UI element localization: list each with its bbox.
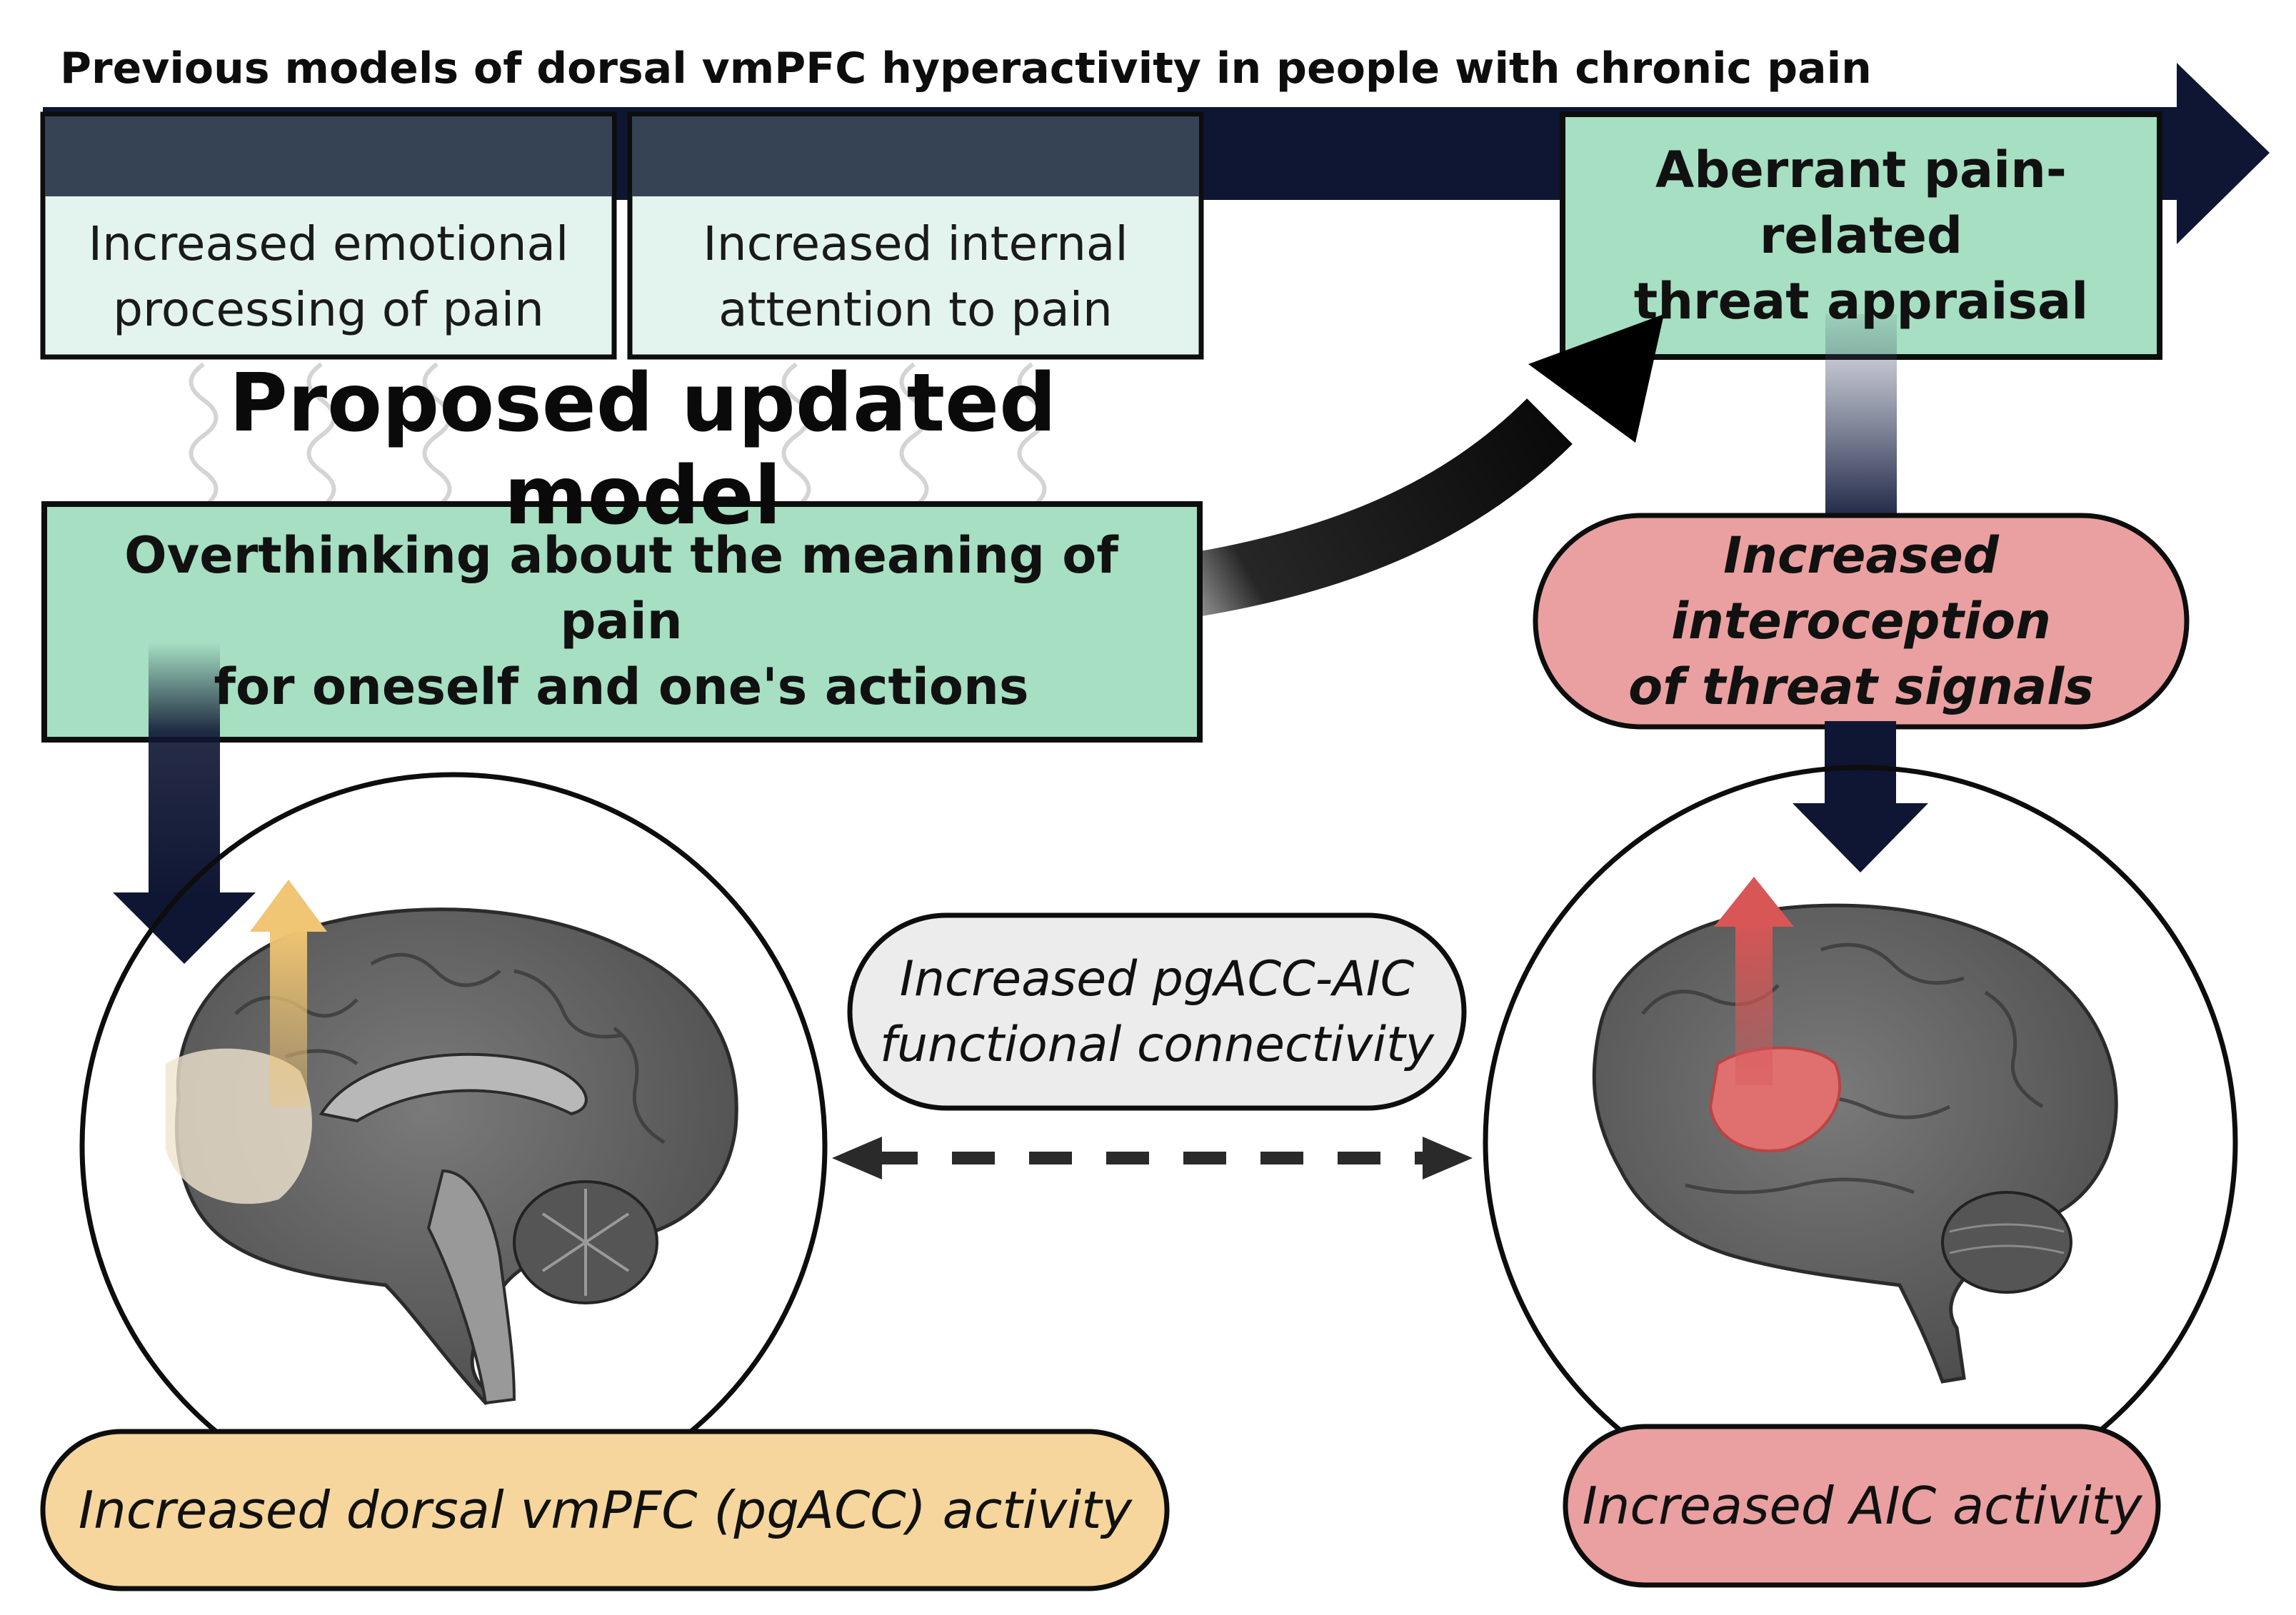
interoception-label: Increased interoception of threat signal… <box>1628 526 2094 716</box>
overthinking-label: Overthinking about the meaning of pain f… <box>124 526 1118 716</box>
connectivity-double-arrow <box>832 1137 1473 1179</box>
overthinking-box <box>41 501 1203 743</box>
vmpfc-activity-label: Increased dorsal vmPFC (pgACC) activity <box>78 1480 1133 1540</box>
internal-attention-box <box>627 111 1204 360</box>
curved-arrow <box>1124 314 1664 626</box>
threat-appraisal-label: Aberrant pain-related threat appraisal <box>1633 141 2089 331</box>
right-down-arrow <box>1793 721 1928 872</box>
up-arrow-icon <box>250 880 327 1107</box>
sagittal-brain-icon <box>166 907 738 1405</box>
aic-activity-pill <box>1563 1424 2161 1588</box>
diagram-title: Previous models of dorsal vmPFC hyperact… <box>60 44 1872 94</box>
proposed-model-heading: Proposed updated model <box>229 357 1057 543</box>
vmpfc-activity-pill <box>40 1429 1170 1591</box>
lateral-brain-icon <box>1592 903 2118 1384</box>
left-down-arrow <box>113 643 256 964</box>
aic-activity-label: Increased AIC activity <box>1582 1476 2142 1536</box>
appraisal-to-interoception-connector <box>1825 314 1897 514</box>
emotional-processing-label: Increased emotional processing of pain <box>88 216 569 337</box>
connectivity-pill <box>847 912 1467 1111</box>
up-arrow-icon <box>1714 877 1794 1085</box>
emotional-processing-box <box>40 111 617 360</box>
internal-attention-label: Increased internal attention to pain <box>703 216 1128 337</box>
connectivity-label: Increased pgACC-AIC functional connectiv… <box>880 950 1434 1073</box>
